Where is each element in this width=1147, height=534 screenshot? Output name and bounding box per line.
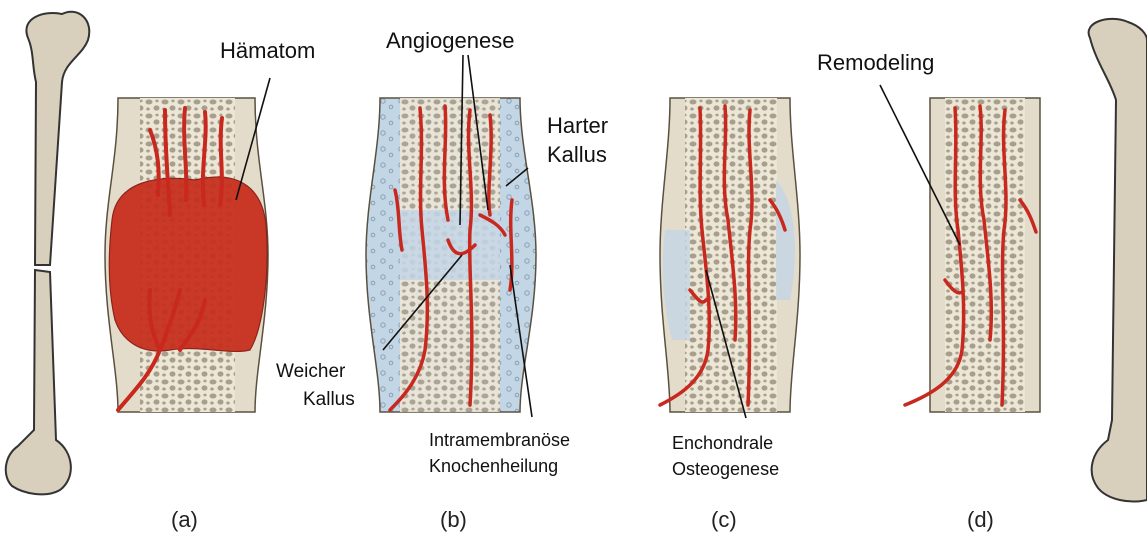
label-harter-kallus-line1: Harter [547, 113, 608, 138]
panel-a-hematoma [105, 98, 268, 412]
label-enchondrale-line2: Osteogenese [672, 459, 779, 479]
caption-b: (b) [440, 507, 467, 532]
label-weicher-kallus-line1: Weicher [276, 361, 346, 382]
label-haematom: Hämatom [220, 38, 315, 63]
panel-d-remodeling [905, 98, 1040, 412]
label-remodeling: Remodeling [817, 50, 934, 75]
label-harter-kallus-line2: Kallus [547, 142, 607, 167]
label-angiogenese: Angiogenese [386, 28, 514, 53]
caption-c: (c) [711, 507, 737, 532]
femur-left-fractured [6, 12, 90, 495]
panel-c-hard-callus [660, 98, 800, 412]
panel-b-soft-callus [366, 98, 536, 412]
femur-right-healed [1089, 19, 1147, 502]
caption-d: (d) [967, 507, 994, 532]
label-enchondrale-line1: Enchondrale [672, 433, 773, 453]
label-intramembranoes-line1: Intramembranöse [429, 430, 570, 450]
label-weicher-kallus-line2: Kallus [303, 389, 355, 410]
label-intramembranoes-line2: Knochenheilung [429, 456, 558, 476]
caption-a: (a) [171, 507, 198, 532]
